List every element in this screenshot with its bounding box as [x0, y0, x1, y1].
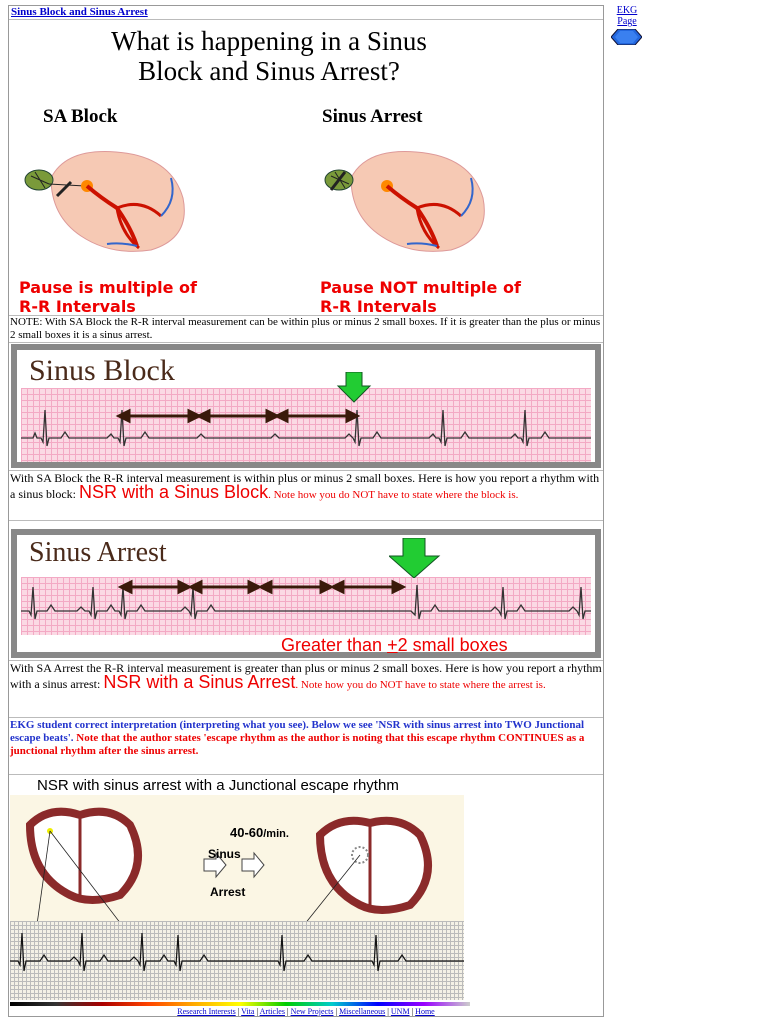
arrest-word: Arrest [210, 885, 246, 899]
sa-block-label: SA Block [43, 106, 118, 127]
sinus-arrest-intro: With SA Arrest the R-R interval measurem… [10, 661, 602, 691]
slide-sa-block-vs-arrest: What is happening in a Sinus Block and S… [9, 20, 603, 316]
junctional-figure-title: NSR with sinus arrest with a Junctional … [37, 777, 399, 794]
sinus-arrest-caption-line2: R-R Intervals [320, 297, 437, 316]
sinus-block-title: Sinus Block [29, 354, 175, 387]
footer-link-miscellaneous[interactable]: Miscellaneous [339, 1007, 386, 1016]
footer-link-articles[interactable]: Articles [259, 1007, 285, 1016]
rate-value: 40-60 [230, 825, 264, 840]
student-note-row: EKG student correct interpretation (inte… [9, 718, 603, 775]
junctional-figure: 40-60/min. Sinus Arrest [10, 795, 464, 1000]
student-note-red: Note that the author states 'escape rhyt… [10, 732, 585, 757]
footer-link-unm[interactable]: UNM [390, 1007, 410, 1016]
sinus-block-intro: With SA Block the R-R interval measureme… [10, 471, 600, 501]
sinus-block-ecg-trace [21, 408, 591, 447]
sinus-block-text-row: With SA Block the R-R interval measureme… [9, 471, 603, 521]
sinus-arrest-paragraph: With SA Arrest the R-R interval measurem… [10, 661, 602, 692]
ekg-link-line1: EKG [616, 5, 638, 16]
sinus-block-row: Sinus Block [9, 343, 603, 471]
sinus-arrest-heart-illustration [324, 151, 485, 252]
ekg-page-button-icon[interactable] [611, 29, 642, 45]
sinus-arrest-label: Sinus Arrest [322, 106, 423, 127]
sinus-arrest-caption: Greater than +2 small boxes [281, 635, 508, 656]
title-row: Sinus Block and Sinus Arrest [9, 6, 603, 20]
sinus-arrest-row: Sinus Arrest [9, 521, 603, 661]
note-row: NOTE: With SA Block the R-R interval mea… [9, 316, 603, 343]
footer-link-research[interactable]: Research Interests [177, 1007, 236, 1016]
footer-link-new-projects[interactable]: New Projects [290, 1007, 334, 1016]
sinus-arrest-note: . Note how you do NOT have to state wher… [295, 679, 546, 691]
sinus-arrest-panel: Sinus Arrest [11, 529, 601, 658]
sa-block-caption-line2: R-R Intervals [19, 297, 136, 316]
main-content: Sinus Block and Sinus Arrest What is hap… [8, 5, 604, 1017]
footer-link-vita[interactable]: Vita [241, 1007, 255, 1016]
student-note-paragraph: EKG student correct interpretation (inte… [10, 718, 602, 757]
page-title-link[interactable]: Sinus Block and Sinus Arrest [11, 6, 148, 18]
sinus-block-panel: Sinus Block [11, 344, 601, 468]
sinus-block-paragraph: With SA Block the R-R interval measureme… [10, 471, 602, 502]
sinus-arrest-caption-line1: Pause NOT multiple of [320, 278, 521, 297]
sinus-arrest-down-arrow [389, 538, 441, 578]
rainbow-divider [10, 1002, 470, 1006]
sinus-arrest-report: NSR with a Sinus Arrest [103, 672, 296, 692]
junctional-ecg-strip [10, 921, 464, 1000]
sinus-block-down-arrow [336, 372, 372, 403]
sinus-block-note: . Note how you do NOT have to state wher… [268, 489, 519, 501]
sinus-arrest-ecg-trace [21, 579, 591, 620]
caption-plus-minus: + [387, 635, 398, 655]
sinus-word: Sinus [208, 847, 241, 861]
junctional-ecg-trace [10, 932, 464, 972]
slide-title-line1: What is happening in a Sinus [111, 26, 427, 56]
sa-block-caption-line1: Pause is multiple of [19, 278, 197, 297]
rate-unit: /min. [263, 828, 289, 840]
ekg-link-line2: Page [617, 16, 637, 27]
caption-pre: Greater than [281, 635, 388, 655]
caption-post: 2 small boxes [397, 635, 508, 655]
footer-link-home[interactable]: Home [415, 1007, 435, 1016]
junctional-figure-row: NSR with sinus arrest with a Junctional … [9, 775, 603, 1007]
sinus-arrest-text-row: With SA Arrest the R-R interval measurem… [9, 661, 603, 718]
student-note-blue: EKG student correct interpretation (inte… [10, 719, 585, 744]
ekg-page-link[interactable]: EKG Page [614, 5, 640, 27]
sinus-arrest-title: Sinus Arrest [29, 537, 167, 568]
junctional-heart-diagrams [25, 807, 432, 976]
slide-title-line2: Block and Sinus Arrest? [138, 56, 400, 86]
sinus-block-report: NSR with a Sinus Block [79, 482, 269, 502]
footer-nav: Research Interests | Vita | Articles | N… [177, 1007, 435, 1016]
sinus-block-ecg-strip [21, 388, 591, 462]
sinus-arrest-ecg-strip [21, 577, 591, 635]
junctional-rate: 40-60/min. [230, 825, 289, 840]
sa-block-heart-illustration [24, 151, 185, 252]
note-text: NOTE: With SA Block the R-R interval mea… [10, 316, 601, 341]
